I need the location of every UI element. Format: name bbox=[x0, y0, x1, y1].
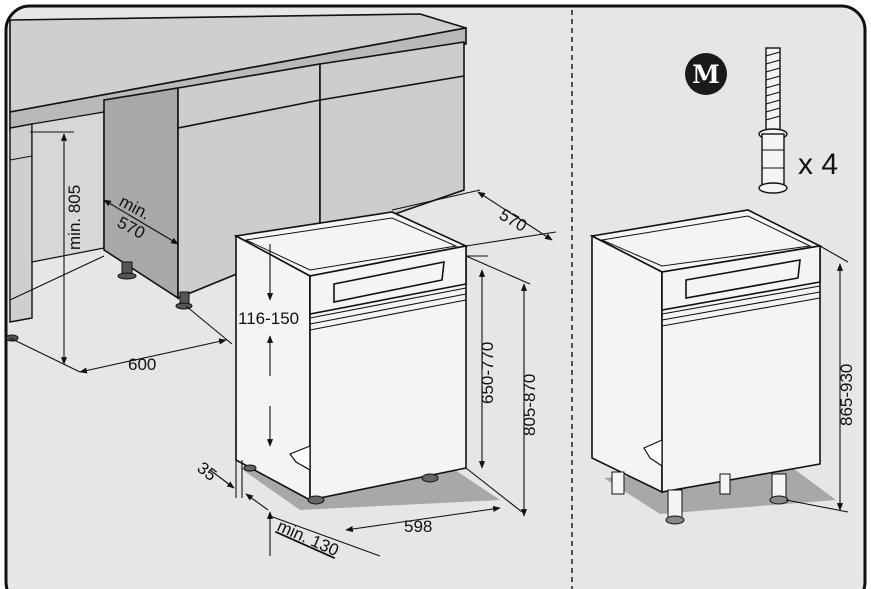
adjustable-foot-icon bbox=[758, 47, 788, 194]
label-598: 598 bbox=[404, 517, 432, 536]
label-min-805: min. 805 bbox=[65, 185, 84, 250]
accessory-badge: M bbox=[685, 53, 727, 95]
dishwasher-right bbox=[589, 209, 836, 525]
badge-letter: M bbox=[692, 60, 720, 89]
dishwasher-left bbox=[233, 211, 500, 510]
label-650-770: 650-770 bbox=[478, 342, 497, 404]
label-116-150: 116-150 bbox=[238, 309, 299, 328]
label-600: 600 bbox=[128, 355, 156, 374]
dimension-lines-right bbox=[785, 245, 849, 513]
label-805-870: 805-870 bbox=[520, 374, 539, 436]
dimension-lines-left bbox=[9, 131, 557, 557]
kitchen-cabinets bbox=[5, 13, 467, 342]
quantity-label: x 4 bbox=[798, 148, 838, 181]
label-865-930: 865-930 bbox=[837, 364, 856, 426]
